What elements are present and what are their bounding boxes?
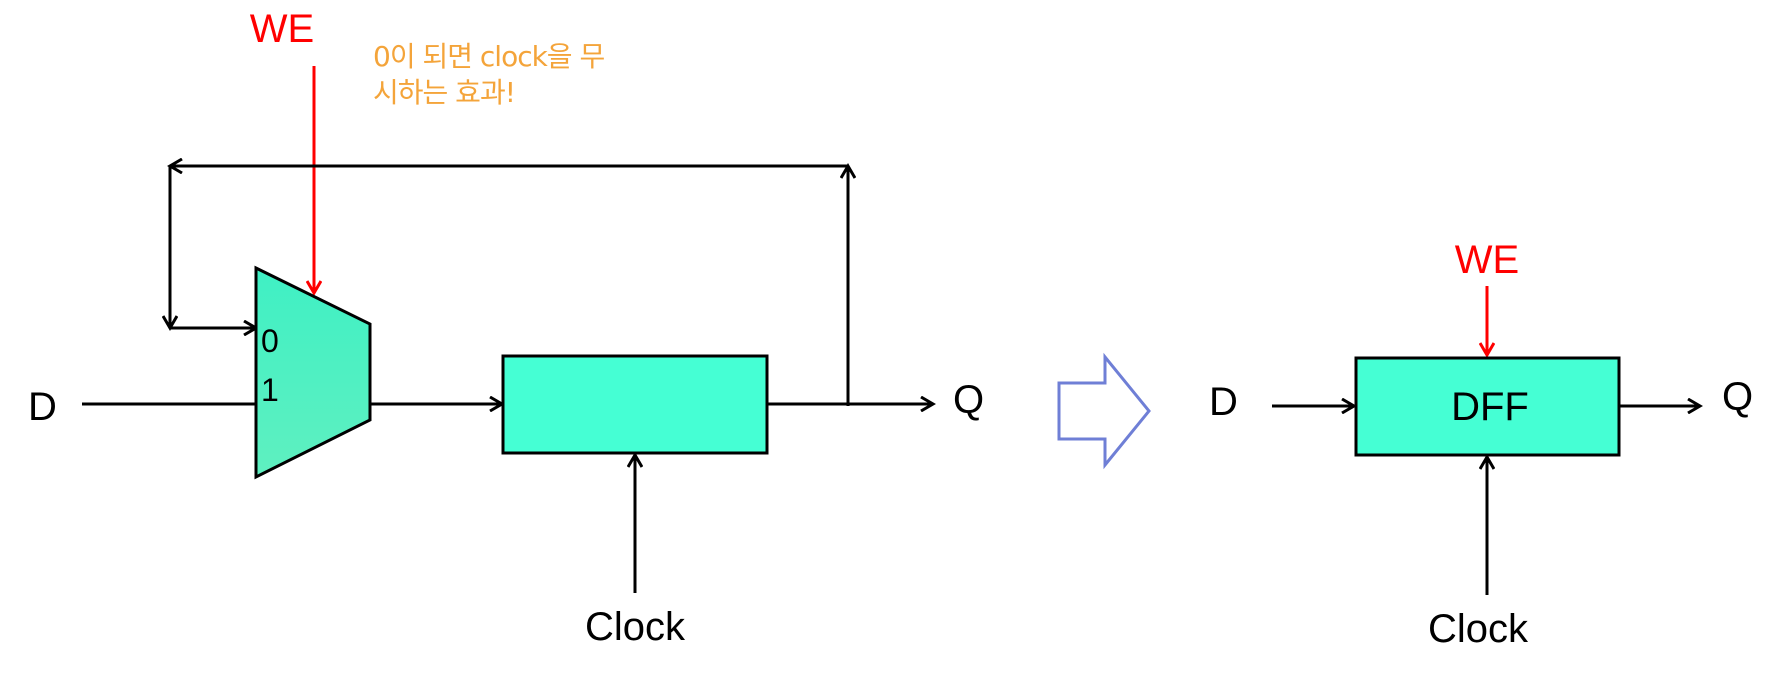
- left-clock-label: Clock: [585, 605, 686, 649]
- right-clock-label: Clock: [1428, 607, 1529, 651]
- left-register-block: [501, 354, 769, 455]
- right-we-label: WE: [1455, 238, 1519, 282]
- dff-block: [1354, 356, 1621, 457]
- mux-input-0-label: 0: [261, 323, 279, 359]
- dff-label: DFF: [1451, 385, 1529, 429]
- right-circuit: WE D DFF Q Clock: [1209, 238, 1753, 651]
- multiplexer: [254, 265, 372, 480]
- left-circuit: WE 0이 되면 clock을 무 시하는 효과! 0 1 D Q Clock: [28, 7, 984, 649]
- annotation-note-line1: 0이 되면 clock을 무: [373, 40, 604, 73]
- mux-input-1-label: 1: [261, 372, 279, 408]
- left-q-label: Q: [953, 378, 984, 422]
- right-d-label: D: [1209, 380, 1238, 424]
- hollow-right-arrow-icon: [1057, 352, 1151, 470]
- right-q-label: Q: [1722, 375, 1753, 419]
- annotation-note-line2: 시하는 효과!: [373, 76, 515, 109]
- left-we-label: WE: [250, 7, 314, 51]
- left-d-label: D: [28, 385, 57, 429]
